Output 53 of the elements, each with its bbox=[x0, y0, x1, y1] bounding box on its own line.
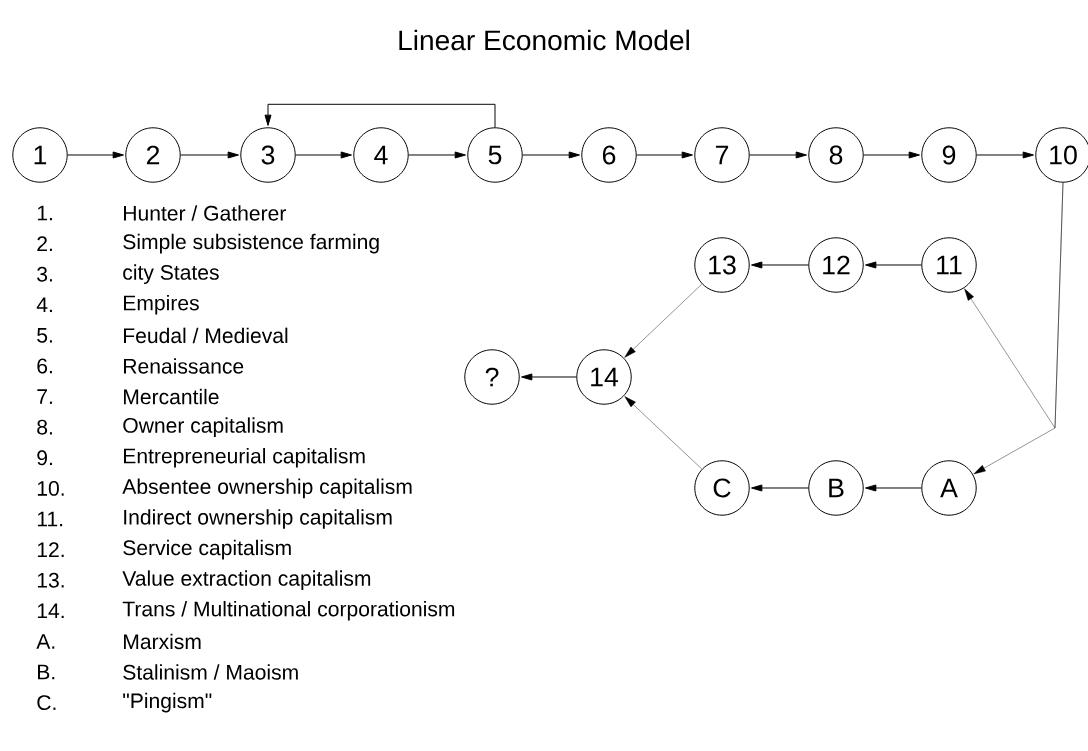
list-number: 9. bbox=[37, 450, 52, 466]
list-item-text: Value extraction capitalism bbox=[122, 570, 371, 590]
list-number: B. bbox=[38, 664, 55, 680]
list-number: 4. bbox=[36, 297, 52, 313]
list-number: 1. bbox=[37, 205, 52, 221]
list-number: 13. bbox=[37, 572, 64, 588]
list-item-text: Simple subsistence farming bbox=[123, 233, 379, 254]
list-number: C. bbox=[37, 695, 56, 711]
arrow bbox=[67, 151, 124, 159]
arrow bbox=[624, 283, 703, 358]
arrow bbox=[521, 373, 577, 381]
list-number: 6. bbox=[37, 358, 52, 374]
list-item-text: Marxism bbox=[124, 633, 201, 650]
arrow bbox=[865, 484, 922, 492]
list-number: 11. bbox=[37, 511, 63, 527]
list-number: 12. bbox=[37, 542, 64, 557]
list-item-text: Trans / Multinational corporationism bbox=[122, 600, 455, 621]
list-item-text: Service capitalism bbox=[123, 539, 291, 560]
list-item-text: Entrepreneurial capitalism bbox=[124, 447, 365, 468]
list-number: 3. bbox=[37, 266, 52, 282]
arrow bbox=[408, 151, 466, 159]
arrow bbox=[863, 151, 920, 159]
arrow bbox=[264, 103, 496, 128]
list-number: 2. bbox=[37, 236, 52, 251]
list-item-text: Indirect ownership capitalism bbox=[124, 509, 392, 529]
list-item-text: Mercantile bbox=[124, 388, 219, 405]
list-item-text: "Pingism" bbox=[123, 692, 212, 713]
list-number: 8. bbox=[37, 419, 52, 435]
list-item-text: Renaissance bbox=[124, 358, 244, 374]
list-item-text: Empires bbox=[124, 294, 199, 315]
arrow bbox=[295, 151, 352, 159]
arrow bbox=[522, 151, 580, 159]
list-item-text: Feudal / Medieval bbox=[124, 327, 288, 344]
list-item-text: Absentee ownership capitalism bbox=[122, 478, 412, 499]
list-number: 5. bbox=[37, 328, 52, 343]
arrow bbox=[180, 151, 239, 159]
list-number: 14. bbox=[37, 603, 64, 619]
list-number: 10. bbox=[37, 480, 64, 496]
arrow bbox=[976, 151, 1034, 159]
arrow bbox=[624, 396, 703, 470]
title: Linear Economic Model bbox=[399, 29, 689, 51]
list-number: A. bbox=[36, 634, 55, 649]
list-item-text: Stalinism / Maoism bbox=[123, 664, 298, 680]
arrow bbox=[749, 151, 807, 159]
arrow bbox=[751, 484, 809, 492]
list-item-text: Owner capitalism bbox=[123, 417, 283, 437]
list-item-text: Hunter / Gatherer bbox=[124, 205, 286, 221]
arrow bbox=[636, 151, 693, 159]
arrow bbox=[973, 182, 1064, 475]
arrow bbox=[865, 261, 922, 269]
list-item-text: city States bbox=[123, 264, 219, 284]
list-number: 7. bbox=[37, 389, 52, 404]
arrow bbox=[751, 261, 809, 269]
